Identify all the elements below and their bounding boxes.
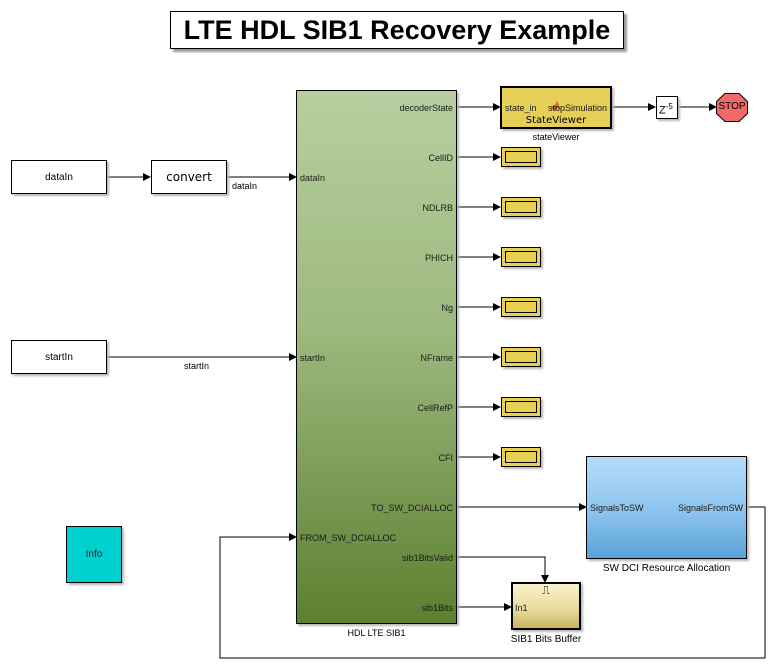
output-port-sib1bits: sib1Bits: [421, 603, 453, 613]
display-ndlrb[interactable]: [501, 197, 541, 217]
delay-block[interactable]: Z-5: [656, 96, 678, 119]
display-cellid[interactable]: [501, 147, 541, 167]
output-port-ndlrb: NDLRB: [422, 203, 453, 213]
output-port-cellrefp: CellRefP: [417, 403, 453, 413]
hdl-lte-sib1-name: HDL LTE SIB1: [347, 628, 406, 638]
stop-block[interactable]: STOP: [716, 93, 748, 122]
state-viewer-name: stateViewer: [532, 132, 580, 142]
sw-dci-name: SW DCI Resource Allocation: [602, 563, 731, 574]
datain-source-block[interactable]: dataIn: [11, 160, 107, 194]
delay-exponent: -5: [665, 102, 673, 111]
sw-dci-input-port: SignalsToSW: [590, 503, 644, 513]
matlab-logo-icon: [550, 99, 562, 111]
datain-source-label: dataIn: [45, 172, 73, 183]
output-port-phich: PHICH: [424, 253, 453, 263]
pulse-trigger-icon: ⎍: [541, 583, 551, 597]
wire-from-sw-feedback[interactable]: [219, 506, 766, 659]
convert-block[interactable]: convert: [151, 160, 227, 194]
input-port-from-sw-dcialloc: FROM_SW_DCIALLOC: [300, 533, 397, 543]
display-cfi[interactable]: [501, 447, 541, 467]
sib1-buffer-name: SIB1 Bits Buffer: [510, 634, 582, 645]
state-viewer-output-port: stopSimulation: [547, 103, 607, 113]
sib1-bits-buffer-block[interactable]: ⎍ In1: [511, 582, 581, 630]
sw-dci-resource-allocation-block[interactable]: SignalsToSW SignalsFromSW: [586, 456, 747, 559]
sw-dci-output-port: SignalsFromSW: [677, 503, 743, 513]
delay-label: Z-5: [659, 102, 673, 117]
info-label: Info: [85, 549, 103, 560]
wire-sib1bitsvalid[interactable]: [457, 556, 549, 583]
signal-label-datain: dataIn: [232, 181, 258, 191]
input-port-startin: startIn: [300, 353, 326, 363]
delay-z: Z: [659, 104, 666, 117]
output-port-sib1bitsvalid: sib1BitsValid: [402, 553, 453, 563]
display-nframe[interactable]: [501, 347, 541, 367]
output-port-decoderstate: decoderState: [399, 103, 453, 113]
startin-source-label: startIn: [45, 352, 73, 363]
input-port-datain: dataIn: [300, 173, 326, 183]
model-title: LTE HDL SIB1 Recovery Example: [170, 11, 624, 49]
convert-label: convert: [166, 170, 212, 184]
display-phich[interactable]: [501, 247, 541, 267]
state-viewer-block[interactable]: state_in stopSimulation StateViewer: [500, 86, 612, 129]
output-port-to-sw-dcialloc: TO_SW_DCIALLOC: [371, 503, 453, 513]
display-ng[interactable]: [501, 297, 541, 317]
sib1-buffer-input-port: In1: [515, 603, 528, 613]
output-port-ng: Ng: [441, 303, 453, 313]
display-cellrefp[interactable]: [501, 397, 541, 417]
hdl-lte-sib1-block[interactable]: dataIn startIn FROM_SW_DCIALLOC decoderS…: [296, 90, 457, 624]
state-viewer-inner-label: StateViewer: [525, 115, 587, 126]
stop-octagon-icon: [716, 93, 748, 122]
output-port-nframe: NFrame: [420, 353, 453, 363]
output-port-cellid: CellID: [428, 153, 453, 163]
state-viewer-input-port: state_in: [505, 103, 537, 113]
info-block[interactable]: Info: [66, 526, 122, 583]
output-port-cfi: CFI: [438, 453, 454, 463]
signal-label-startin: startIn: [184, 361, 210, 371]
stop-label: STOP: [718, 101, 746, 112]
startin-source-block[interactable]: startIn: [11, 340, 107, 374]
